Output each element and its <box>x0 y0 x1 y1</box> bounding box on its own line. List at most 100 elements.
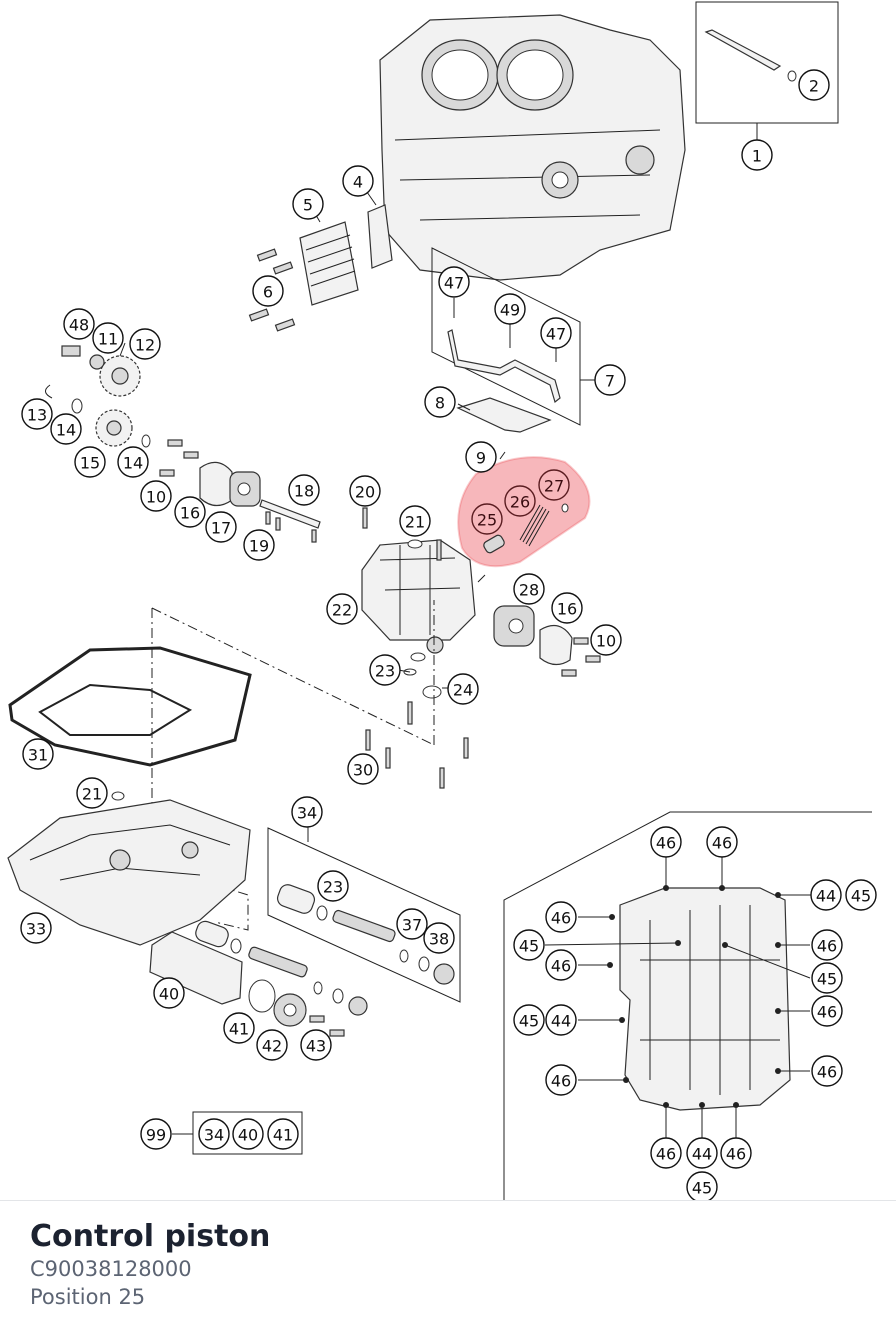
callout-8: 8 <box>424 386 456 418</box>
exploded-parts-diagram: 1245678910101112131414151616171819202121… <box>7 1 877 1200</box>
svg-text:12: 12 <box>135 336 155 355</box>
callout-44: 44 <box>810 879 842 911</box>
callout-26: 26 <box>504 485 536 517</box>
svg-text:45: 45 <box>519 937 539 956</box>
callout-46: 46 <box>720 1137 752 1169</box>
callout-47: 47 <box>438 266 470 298</box>
svg-text:27: 27 <box>544 477 564 496</box>
callout-7: 7 <box>594 364 626 396</box>
svg-text:16: 16 <box>180 504 200 523</box>
part-title: Control piston <box>30 1219 271 1254</box>
callout-37: 37 <box>396 908 428 940</box>
callout-49: 49 <box>494 293 526 325</box>
svg-text:1: 1 <box>752 147 762 166</box>
svg-text:23: 23 <box>323 878 343 897</box>
svg-text:44: 44 <box>692 1145 712 1164</box>
callout-14: 14 <box>117 446 149 478</box>
svg-text:25: 25 <box>477 511 497 530</box>
callout-21: 21 <box>76 777 108 809</box>
svg-text:42: 42 <box>262 1037 282 1056</box>
svg-text:34: 34 <box>297 804 317 823</box>
svg-text:30: 30 <box>353 761 373 780</box>
callout-43: 43 <box>300 1029 332 1061</box>
svg-text:16: 16 <box>557 600 577 619</box>
callout-45: 45 <box>811 962 843 994</box>
svg-text:45: 45 <box>519 1012 539 1031</box>
svg-text:34: 34 <box>204 1126 224 1145</box>
callout-11: 11 <box>92 322 124 354</box>
svg-text:43: 43 <box>306 1037 326 1056</box>
callout-34: 34 <box>198 1118 230 1150</box>
svg-text:31: 31 <box>28 746 48 765</box>
svg-text:33: 33 <box>26 920 46 939</box>
callout-16: 16 <box>551 592 583 624</box>
oil-pump-right <box>493 605 601 677</box>
svg-text:13: 13 <box>27 406 47 425</box>
callout-99: 99 <box>140 1118 172 1150</box>
callout-10: 10 <box>590 624 622 656</box>
callout-14: 14 <box>50 413 82 445</box>
callout-17: 17 <box>205 511 237 543</box>
callout-28: 28 <box>513 573 545 605</box>
callout-1: 1 <box>741 139 773 171</box>
svg-text:6: 6 <box>263 283 273 302</box>
shaft-inset <box>695 1 839 142</box>
callout-44: 44 <box>686 1137 718 1169</box>
svg-text:22: 22 <box>332 601 352 620</box>
callout-46: 46 <box>650 1137 682 1169</box>
svg-text:47: 47 <box>444 274 464 293</box>
svg-text:24: 24 <box>453 681 473 700</box>
svg-text:48: 48 <box>69 316 89 335</box>
svg-text:37: 37 <box>402 916 422 935</box>
engine-block <box>379 14 686 281</box>
svg-text:18: 18 <box>294 482 314 501</box>
svg-text:5: 5 <box>303 196 313 215</box>
callout-31: 31 <box>22 738 54 770</box>
highlighted-parts <box>457 456 591 568</box>
svg-text:46: 46 <box>656 834 676 853</box>
callout-46: 46 <box>545 901 577 933</box>
callout-46: 46 <box>545 1064 577 1096</box>
svg-text:40: 40 <box>238 1126 258 1145</box>
callout-19: 19 <box>243 529 275 561</box>
pump-housing <box>361 507 476 654</box>
svg-text:23: 23 <box>375 662 395 681</box>
svg-text:46: 46 <box>817 1063 837 1082</box>
svg-text:47: 47 <box>546 325 566 344</box>
svg-text:17: 17 <box>211 519 231 538</box>
callout-45: 45 <box>845 879 877 911</box>
filter-frame <box>267 826 461 1003</box>
svg-text:44: 44 <box>816 887 836 906</box>
callout-5: 5 <box>292 188 324 220</box>
svg-text:19: 19 <box>249 537 269 556</box>
svg-text:44: 44 <box>551 1012 571 1031</box>
callout-34: 34 <box>291 796 323 828</box>
callout-4: 4 <box>342 165 374 197</box>
svg-text:8: 8 <box>435 394 445 413</box>
svg-text:46: 46 <box>551 957 571 976</box>
callout-33: 33 <box>20 912 52 944</box>
callout-21: 21 <box>399 505 431 537</box>
svg-text:45: 45 <box>817 970 837 989</box>
callout-2: 2 <box>798 69 830 101</box>
svg-text:21: 21 <box>82 785 102 804</box>
callout-25: 25 <box>471 503 503 535</box>
oil-pan-gasket <box>8 646 252 767</box>
oil-filter-group <box>149 920 368 1037</box>
svg-text:46: 46 <box>817 937 837 956</box>
svg-text:41: 41 <box>273 1126 293 1145</box>
svg-text:46: 46 <box>726 1145 746 1164</box>
sprocket-group <box>45 345 151 448</box>
callout-46: 46 <box>811 929 843 961</box>
callout-44: 44 <box>545 1004 577 1036</box>
callout-41: 41 <box>223 1012 255 1044</box>
svg-text:46: 46 <box>551 909 571 928</box>
callout-20: 20 <box>349 475 381 507</box>
callout-23: 23 <box>369 654 401 686</box>
callout-48: 48 <box>63 308 95 340</box>
callout-30: 30 <box>347 753 379 785</box>
svg-text:26: 26 <box>510 493 530 512</box>
svg-text:46: 46 <box>551 1072 571 1091</box>
svg-text:45: 45 <box>692 1179 712 1198</box>
